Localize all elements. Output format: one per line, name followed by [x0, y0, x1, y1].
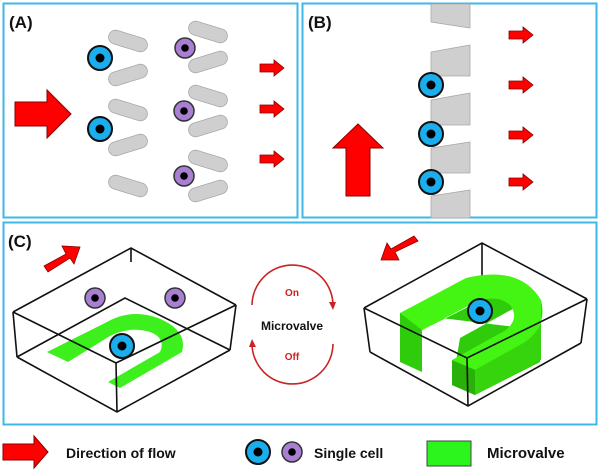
cell-small-icon [281, 441, 303, 463]
cell-large-icon [418, 72, 444, 98]
cell-large-icon [418, 121, 444, 147]
toggle-off-label: Off [285, 352, 300, 363]
panel-a-label: (A) [9, 13, 33, 32]
cell-small-icon [84, 287, 106, 309]
trap-segment [430, 141, 471, 174]
cell-small-icon [173, 100, 195, 122]
trap-segment [430, 44, 471, 77]
valve-toggle: On Microvalve Off [249, 264, 336, 385]
toggle-off-arc [251, 342, 334, 385]
trap-segment [430, 3, 471, 29]
panel-c: (C) [2, 221, 598, 426]
arrowhead-icon [249, 339, 256, 347]
legend-valve: Microvalve [426, 440, 565, 467]
cell-large-icon [418, 169, 444, 195]
chamber-closed [363, 235, 588, 407]
cell-large-icon [87, 45, 113, 71]
cell-small-icon [174, 37, 196, 59]
flow-arrow-icon [14, 88, 72, 140]
cell-large-icon [109, 333, 135, 359]
cell-small-icon [173, 165, 195, 187]
flow-arrow-icon [2, 434, 49, 470]
flow-arrow-icon [43, 245, 81, 273]
legend: Direction of flow Single cell Microvalve [2, 434, 565, 470]
cell-large-icon [467, 298, 493, 324]
panel-b: (B) [301, 2, 598, 219]
microvalve-swatch [426, 440, 472, 467]
flow-arrow-icon [331, 123, 385, 197]
legend-cell: Single cell [245, 439, 383, 465]
toggle-on-arc [251, 264, 334, 307]
microvalve-raised [400, 274, 543, 395]
toggle-center-label: Microvalve [261, 319, 323, 333]
legend-valve-label: Microvalve [487, 445, 565, 462]
trap-wall [430, 3, 471, 219]
cell-large-icon [245, 439, 271, 465]
flow-arrow-icon [380, 235, 419, 261]
panel-c-border [2, 221, 598, 426]
trap-segment [430, 189, 471, 219]
microvalve-flat [47, 314, 183, 388]
legend-flow-label: Direction of flow [66, 445, 176, 461]
chamber-open [12, 245, 237, 413]
panel-b-label: (B) [308, 13, 332, 32]
cell-large-icon [87, 116, 113, 142]
toggle-on-label: On [285, 288, 299, 299]
cell-small-icon [164, 287, 186, 309]
arrowhead-icon [329, 302, 336, 310]
panel-c-label: (C) [8, 232, 32, 251]
legend-flow: Direction of flow [2, 434, 176, 470]
panel-a: (A) [2, 2, 299, 219]
trap-segment [430, 92, 471, 126]
legend-cell-label: Single cell [314, 445, 383, 461]
